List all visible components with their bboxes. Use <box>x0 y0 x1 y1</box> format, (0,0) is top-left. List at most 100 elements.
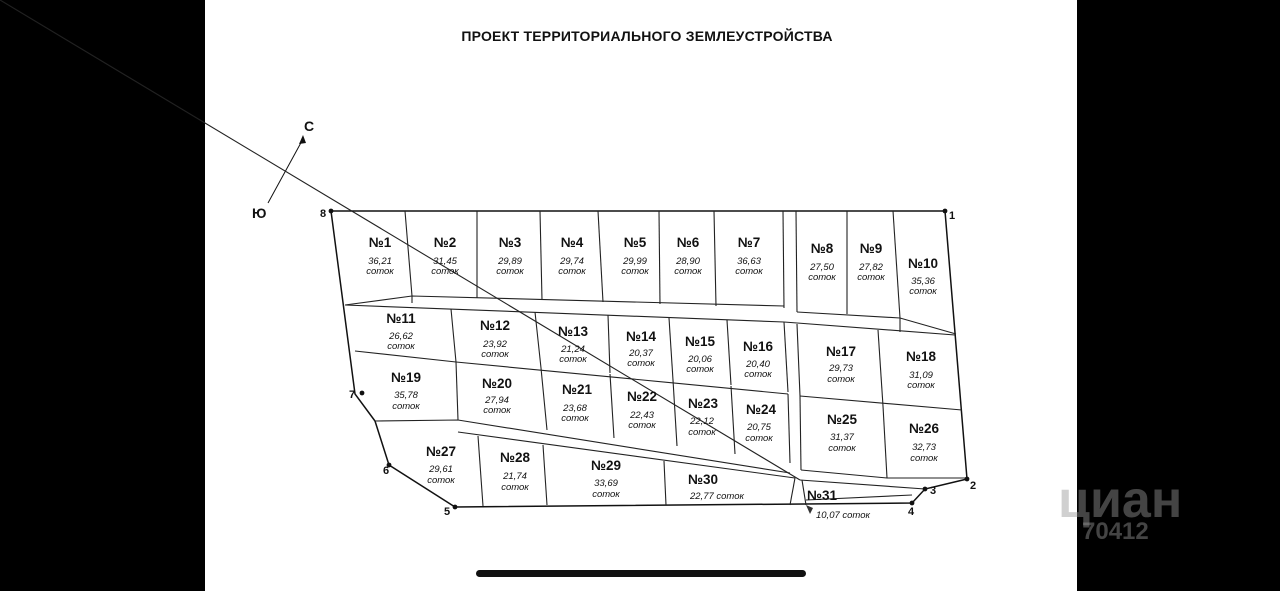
plot-31-pointer-icon <box>806 505 813 514</box>
plot-8-area: 27,50 <box>809 262 834 273</box>
plot-19-area: 35,78 <box>394 390 418 401</box>
plot-26-number: №26 <box>909 421 940 436</box>
plot-10-unit: соток <box>909 286 937 297</box>
plot-5-number: №5 <box>624 235 647 250</box>
territory-boundary <box>330 210 968 508</box>
plot-20-unit: соток <box>483 405 511 416</box>
document-sheet <box>205 0 1077 591</box>
plot-23-number: №23 <box>688 396 719 411</box>
plot-16-area: 20,40 <box>745 359 770 370</box>
plot-14-area: 20,37 <box>628 348 653 359</box>
plot-9-number: №9 <box>860 241 883 256</box>
plot-8-unit: соток <box>808 272 836 283</box>
plot-5-unit: соток <box>621 266 649 277</box>
plot-1-unit: соток <box>366 266 394 277</box>
vertex-7-label: 7 <box>349 389 355 401</box>
plot-7-unit: соток <box>735 266 763 277</box>
plot-29-unit: соток <box>592 489 620 500</box>
plot-17-unit: соток <box>827 374 855 385</box>
plot-31-number: №31 <box>807 488 838 503</box>
plot-29-number: №29 <box>591 458 621 473</box>
plot-25-number: №25 <box>827 412 858 427</box>
plot-30-area: 22,77 соток <box>689 491 745 502</box>
vertex-6-label: 6 <box>383 465 389 477</box>
plot-29-area: 33,69 <box>594 478 618 489</box>
plot-labels: №1 36,21 соток №2 31,45 соток №3 29,89 с… <box>366 235 939 521</box>
plot-27-area: 29,61 <box>428 464 453 475</box>
plot-11-area: 26,62 <box>388 331 413 342</box>
plot-23-unit: соток <box>688 427 716 438</box>
vertex-4-marker <box>909 500 915 506</box>
plot-6-unit: соток <box>674 266 702 277</box>
plot-20-number: №20 <box>482 376 512 391</box>
plot-28-area: 21,74 <box>502 471 527 482</box>
plot-30-number: №30 <box>688 472 718 487</box>
plot-3-unit: соток <box>496 266 524 277</box>
home-indicator-bar[interactable] <box>476 570 806 577</box>
vertex-3-marker <box>922 486 928 492</box>
plot-25-unit: соток <box>828 443 856 454</box>
plot-4-unit: соток <box>558 266 586 277</box>
plot-24-unit: соток <box>745 433 773 444</box>
vertex-7-marker <box>359 390 365 396</box>
plot-9-area: 27,82 <box>858 262 883 273</box>
plot-11-unit: соток <box>387 341 415 352</box>
vertex-8-label: 8 <box>320 208 326 220</box>
vertex-8-marker <box>328 208 334 214</box>
plot-22-number: №22 <box>627 389 657 404</box>
plot-12-unit: соток <box>481 349 509 360</box>
plot-22-unit: соток <box>628 420 656 431</box>
plot-divisions <box>0 0 966 507</box>
vertex-6-marker <box>386 462 392 468</box>
plot-4-area: 29,74 <box>559 256 584 267</box>
plot-21-area: 23,68 <box>562 403 587 414</box>
plot-2-unit: соток <box>431 266 459 277</box>
plot-19-unit: соток <box>392 401 420 412</box>
plot-11-number: №11 <box>386 311 416 326</box>
plot-9-unit: соток <box>857 272 885 283</box>
plot-13-unit: соток <box>559 354 587 365</box>
plot-10-number: №10 <box>908 256 938 271</box>
boundary-vertices: 1 2 3 4 5 6 7 8 <box>320 208 976 518</box>
plot-14-unit: соток <box>627 358 655 369</box>
plot-7-number: №7 <box>738 235 761 250</box>
vertex-5-label: 5 <box>444 506 450 518</box>
plot-26-area: 32,73 <box>912 442 936 453</box>
plot-7-area: 36,63 <box>737 256 761 267</box>
plot-18-unit: соток <box>907 380 935 391</box>
plot-27-number: №27 <box>426 444 456 459</box>
compass-arrow-head-icon <box>299 135 306 144</box>
vertex-4-label: 4 <box>908 506 915 518</box>
vertex-1-marker <box>942 208 948 214</box>
plot-8-number: №8 <box>811 241 834 256</box>
plot-14-number: №14 <box>626 329 657 344</box>
vertex-2-marker <box>964 476 970 482</box>
plot-24-number: №24 <box>746 402 777 417</box>
plot-1-area: 36,21 <box>368 256 392 267</box>
plot-15-area: 20,06 <box>687 354 712 365</box>
plot-4-number: №4 <box>561 235 584 250</box>
compass-south-label: Ю <box>252 205 266 221</box>
plot-26-unit: соток <box>910 453 938 464</box>
vertex-1-label: 1 <box>949 210 955 222</box>
plot-12-area: 23,92 <box>482 339 507 350</box>
plot-16-number: №16 <box>743 339 774 354</box>
plot-13-area: 21,24 <box>560 344 585 355</box>
plot-3-number: №3 <box>499 235 522 250</box>
plot-22-area: 22,43 <box>629 410 654 421</box>
plot-23-area: 22,12 <box>689 416 714 427</box>
plot-5-area: 29,99 <box>622 256 647 267</box>
plot-25-area: 31,37 <box>830 432 854 443</box>
plot-3-area: 29,89 <box>497 256 522 267</box>
plot-6-area: 28,90 <box>675 256 700 267</box>
plot-18-number: №18 <box>906 349 937 364</box>
vertex-5-marker <box>452 504 458 510</box>
plot-24-area: 20,75 <box>746 422 771 433</box>
plot-15-number: №15 <box>685 334 716 349</box>
vertex-3-label: 3 <box>930 485 936 497</box>
plot-31-area: 10,07 соток <box>816 510 871 521</box>
plot-28-number: №28 <box>500 450 531 465</box>
watermark-id: 70412 <box>1082 518 1149 545</box>
compass-north-label: С <box>304 118 314 134</box>
